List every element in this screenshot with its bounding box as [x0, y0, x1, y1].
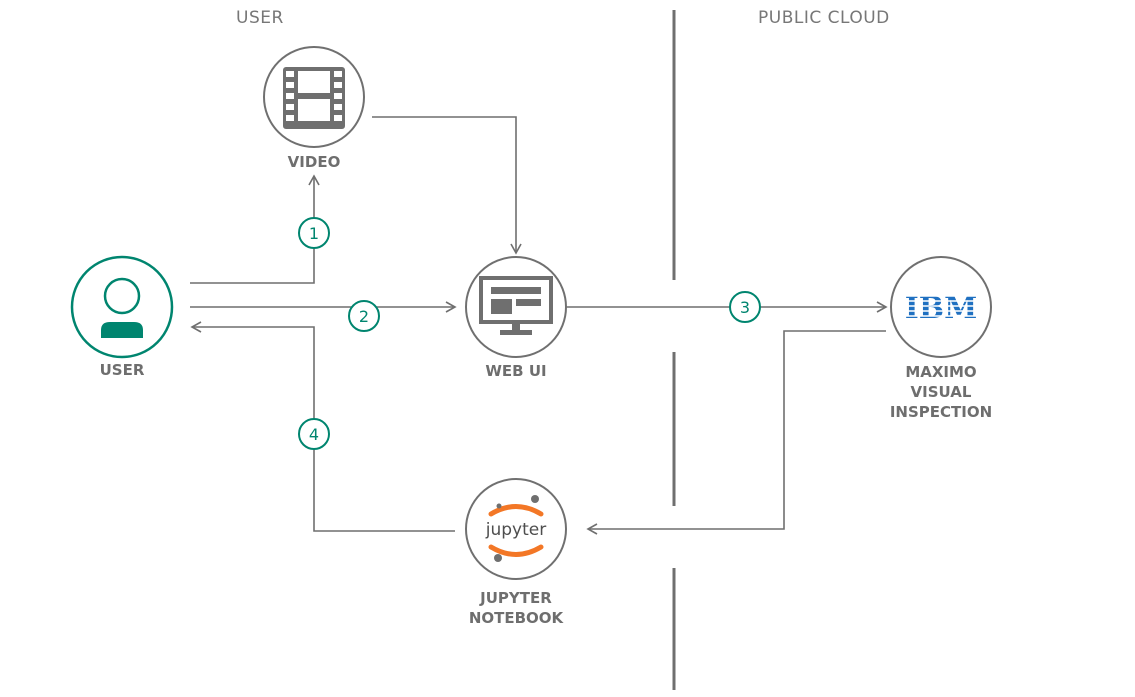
video-node [263, 46, 365, 148]
maximo-node: IBM [890, 256, 992, 358]
connector-user-to-video [190, 174, 320, 284]
connector-video-to-webui [372, 116, 522, 255]
jupyter-logo-icon: jupyter [485, 495, 546, 562]
svg-text:4: 4 [309, 425, 319, 444]
webui-label: WEB UI [485, 362, 547, 380]
svg-text:jupyter: jupyter [485, 520, 546, 540]
user-label: USER [99, 361, 145, 379]
step-badge-3: 3 [729, 291, 761, 323]
webui-node [465, 256, 567, 358]
connector-maximo-to-jupyter [586, 330, 886, 535]
svg-text:1: 1 [309, 224, 319, 243]
ibm-logo-icon: IBM [905, 291, 978, 326]
step-badge-1: 1 [298, 217, 330, 249]
zone-label-public-cloud: PUBLIC CLOUD [758, 8, 890, 28]
svg-text:3: 3 [740, 298, 750, 317]
zone-label-user: USER [236, 8, 284, 28]
user-node [70, 255, 174, 359]
jupyter-node: jupyter [465, 478, 567, 580]
step-badge-4: 4 [298, 418, 330, 450]
svg-text:IBM: IBM [905, 291, 978, 326]
jupyter-label: JUPYTER NOTEBOOK [468, 589, 564, 627]
film-strip-icon [283, 67, 345, 129]
maximo-label: MAXIMO VISUAL INSPECTION [889, 363, 993, 421]
svg-text:2: 2 [359, 307, 369, 326]
person-icon [101, 277, 143, 338]
video-label: VIDEO [287, 153, 341, 171]
step-badge-2: 2 [348, 300, 380, 332]
monitor-icon [479, 276, 553, 335]
